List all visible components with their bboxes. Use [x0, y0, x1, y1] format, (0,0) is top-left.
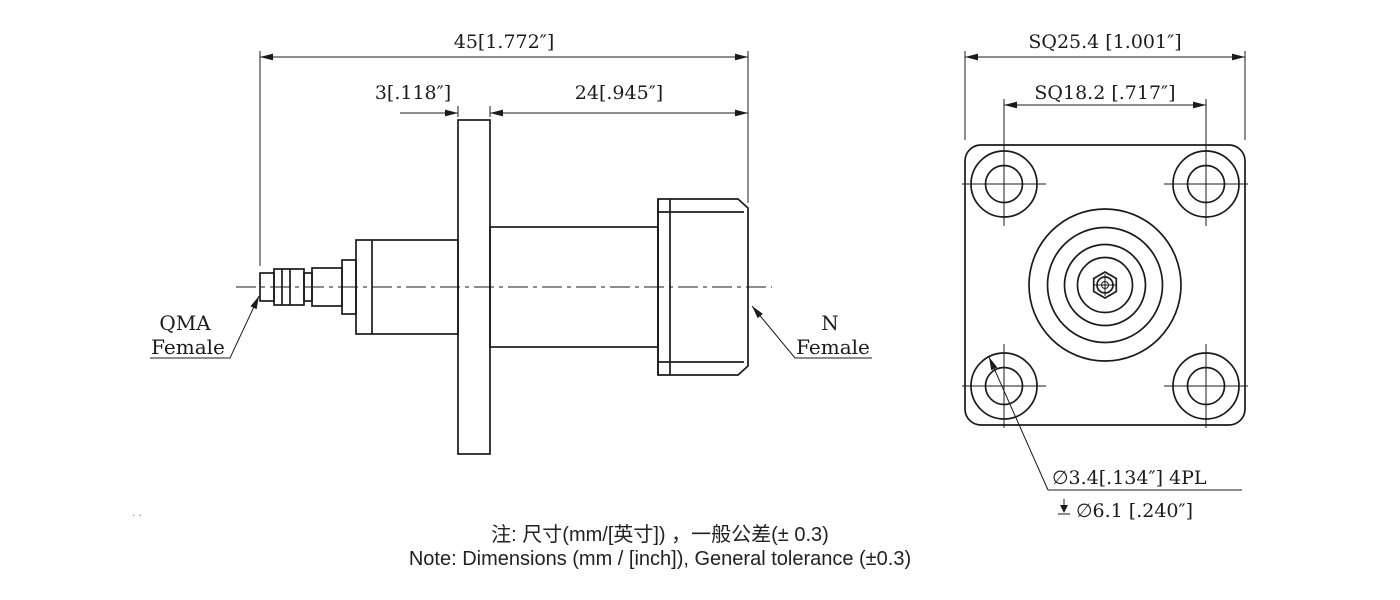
- qma-leader-line: [150, 295, 260, 359]
- bolt-hole-top-left: [962, 142, 1046, 226]
- hole-callout: ∅3.4[.134″] 4PL ∅6.1 [.240″]: [988, 356, 1242, 522]
- n-label-group: N Female: [751, 305, 872, 359]
- n-label-line1: N: [821, 311, 839, 335]
- hole-dim-label: ∅3.4[.134″] 4PL: [1052, 467, 1207, 489]
- notes-block: 注: 尺寸(mm/[英寸]) ，一般公差(± 0.3) Note: Dimens…: [409, 523, 911, 570]
- bolt-hole-top-right: [1164, 142, 1248, 226]
- qma-connector-profile: [259, 239, 459, 335]
- front-dimension-lines: [965, 53, 1245, 109]
- center-interface: [1028, 208, 1182, 362]
- dim-flange-label: 3[.118″]: [375, 82, 451, 104]
- dim-body-label: 24[.945″]: [575, 82, 663, 104]
- side-view: 45[1.772″] 3[.118″] 24[.945″] QMA Female…: [150, 31, 872, 455]
- dim-bolt-spacing-label: SQ18.2 [.717″]: [1034, 82, 1175, 104]
- note-chinese: 注: 尺寸(mm/[英寸]) ，一般公差(± 0.3): [491, 523, 829, 546]
- n-connector-profile: [489, 198, 749, 376]
- n-leader-line: [751, 305, 872, 359]
- side-extension-lines: [259, 51, 749, 266]
- qma-label-line1: QMA: [159, 311, 211, 335]
- bolt-hole-bottom-left: [962, 344, 1046, 428]
- hole-leader-line: [988, 356, 1049, 491]
- n-label-line2: Female: [796, 335, 870, 359]
- qma-label-group: QMA Female: [150, 295, 260, 359]
- flange-front: [964, 144, 1246, 426]
- bolt-hole-bottom-right: [1164, 344, 1248, 428]
- bolt-holes: [962, 142, 1248, 428]
- note-english: Note: Dimensions (mm / [inch]), General …: [409, 548, 911, 570]
- dim-total-label: 45[1.772″]: [454, 31, 555, 53]
- center-hex: [1092, 271, 1118, 299]
- qma-label-line2: Female: [151, 335, 225, 359]
- interface-circle-outer: [1028, 208, 1182, 362]
- print-artifact: . .: [132, 505, 142, 519]
- counterbore-dim-label: ∅6.1 [.240″]: [1076, 500, 1193, 522]
- depth-symbol-icon: [1058, 499, 1070, 515]
- front-view: SQ25.4 [1.001″] SQ18.2 [.717″] ∅3.4[.134…: [962, 31, 1248, 522]
- side-dimension-lines: [260, 53, 748, 117]
- dim-square-label: SQ25.4 [1.001″]: [1028, 31, 1181, 53]
